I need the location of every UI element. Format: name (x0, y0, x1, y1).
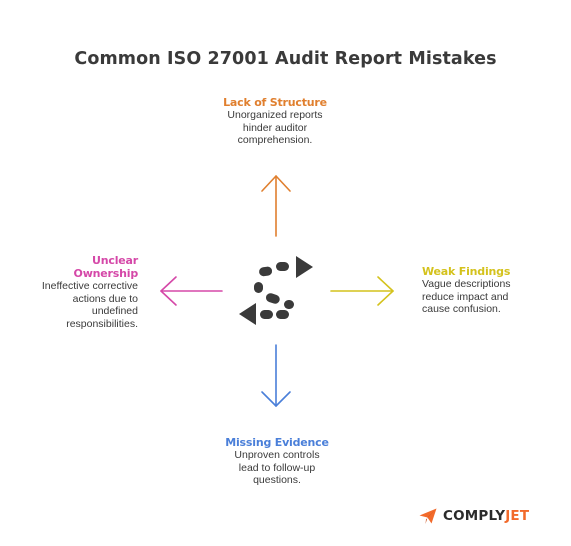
item-description: Unorganized reports hinder auditor compr… (227, 109, 323, 146)
up-arrow (261, 175, 291, 237)
brand-logo: COMPLYJET (418, 506, 529, 526)
item-missing-evidence: Missing Evidence Unproven controls lead … (207, 436, 347, 487)
item-heading: Unclear Ownership (73, 254, 139, 280)
item-heading: Missing Evidence (225, 436, 329, 449)
item-weak-findings: Weak Findings Vague descriptions reduce … (422, 265, 562, 316)
item-heading: Lack of Structure (223, 96, 327, 109)
item-description: Vague descriptions reduce impact and cau… (422, 278, 511, 315)
item-heading: Weak Findings (422, 265, 511, 278)
right-arrow (330, 276, 394, 306)
item-unclear-ownership: Unclear Ownership Ineffective corrective… (20, 254, 138, 330)
s-curve-path-icon (239, 256, 313, 325)
brand-name-part2: JET (505, 508, 530, 524)
brand-name: COMPLYJET (443, 508, 529, 524)
item-lack-of-structure: Lack of Structure Unorganized reports hi… (205, 96, 345, 147)
brand-name-part1: COMPLY (443, 508, 506, 524)
left-arrow (160, 276, 223, 306)
item-description: Unproven controls lead to follow-up ques… (234, 449, 320, 486)
page-title: Common ISO 27001 Audit Report Mistakes (74, 49, 497, 69)
down-arrow (261, 344, 291, 407)
paper-plane-icon (419, 508, 437, 524)
item-description: Ineffective corrective actions due to un… (41, 280, 138, 330)
